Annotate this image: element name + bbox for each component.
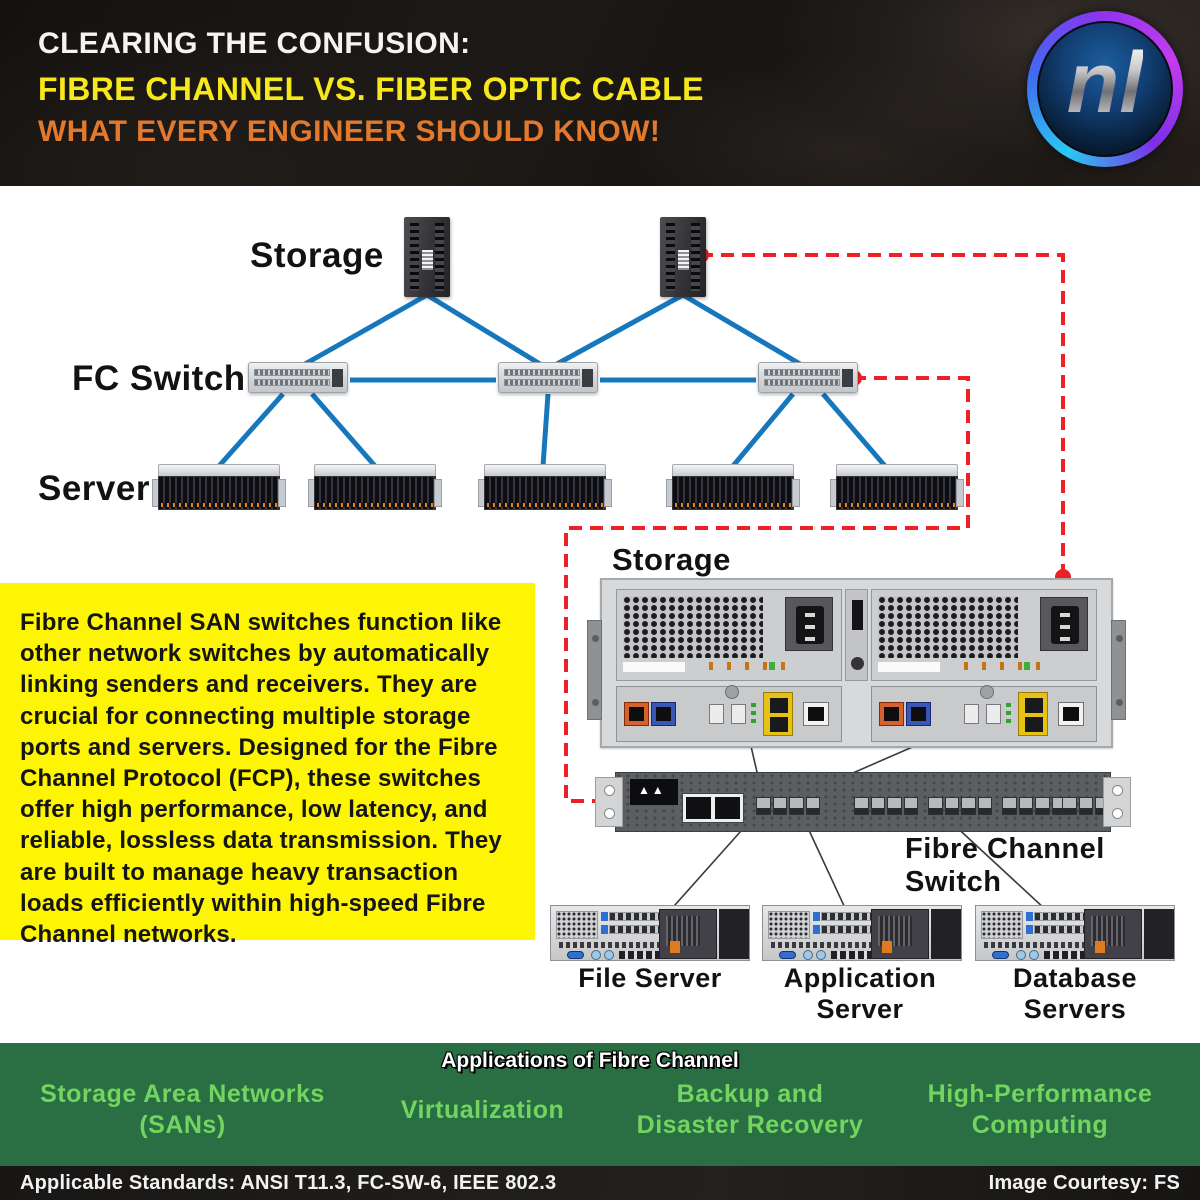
info-box-text: Fibre Channel SAN switches function like… xyxy=(20,609,502,948)
database-server-device xyxy=(975,905,1175,961)
diagram-fc-switch-label: FC Switch xyxy=(72,359,246,398)
database-servers-label: Database Servers xyxy=(1012,963,1138,1024)
storage-tower-2 xyxy=(660,217,706,297)
fc-switch-1 xyxy=(248,362,348,393)
file-server-device xyxy=(550,905,750,961)
image-courtesy-text: Image Courtesy: FS xyxy=(988,1171,1180,1194)
application-item-backup: Backup and Disaster Recovery xyxy=(636,1080,864,1140)
brand-logo-text: nl xyxy=(1066,35,1144,131)
detail-switch-label: Fibre Channel Switch xyxy=(905,833,1105,898)
title-line-3: WHAT EVERY ENGINEER SHOULD KNOW! xyxy=(38,115,661,148)
storage-controller-2 xyxy=(871,685,1097,742)
storage-fan-module-2 xyxy=(871,589,1097,681)
server-3 xyxy=(478,464,612,510)
storage-tower-1 xyxy=(404,217,450,297)
fc-switch-3 xyxy=(758,362,858,393)
application-item-virtualization: Virtualization xyxy=(400,1095,565,1124)
file-server-label: File Server xyxy=(578,963,722,993)
applications-band: Applications of Fibre Channel Storage Ar… xyxy=(0,1043,1200,1166)
server-5 xyxy=(830,464,964,510)
storage-controller-1 xyxy=(616,685,842,742)
storage-fan-module-1 xyxy=(616,589,842,681)
storage-mid-column xyxy=(845,589,868,681)
application-server-label: Application Server xyxy=(783,963,937,1024)
brand-logo-icon: nl xyxy=(1027,11,1183,167)
fc-switch-2 xyxy=(498,362,598,393)
header-banner: CLEARING THE CONFUSION: FIBRE CHANNEL VS… xyxy=(0,0,1200,186)
server-1 xyxy=(152,464,286,510)
server-4 xyxy=(666,464,800,510)
diagram-storage-label: Storage xyxy=(250,236,384,275)
standards-text: Applicable Standards: ANSI T11.3, FC-SW-… xyxy=(20,1171,557,1194)
diagram-server-label: Server xyxy=(38,469,150,508)
switch-ethernet-ports xyxy=(682,793,744,823)
applications-heading: Applications of Fibre Channel xyxy=(441,1049,739,1072)
application-item-sans: Storage Area Networks (SANs) xyxy=(40,1080,325,1140)
application-server-device xyxy=(762,905,962,961)
switch-logo-chip xyxy=(630,779,678,805)
storage-array xyxy=(587,578,1126,748)
bottom-bar: Applicable Standards: ANSI T11.3, FC-SW-… xyxy=(0,1166,1200,1200)
detail-storage-label: Storage xyxy=(612,542,731,577)
title-line-1: CLEARING THE CONFUSION: xyxy=(38,27,471,60)
fibre-channel-switch-device xyxy=(595,772,1131,832)
info-box: Fibre Channel SAN switches function like… xyxy=(0,583,535,948)
title-line-2: FIBRE CHANNEL VS. FIBER OPTIC CABLE xyxy=(38,71,704,107)
server-2 xyxy=(308,464,442,510)
application-item-hpc: High-Performance Computing xyxy=(927,1080,1153,1140)
